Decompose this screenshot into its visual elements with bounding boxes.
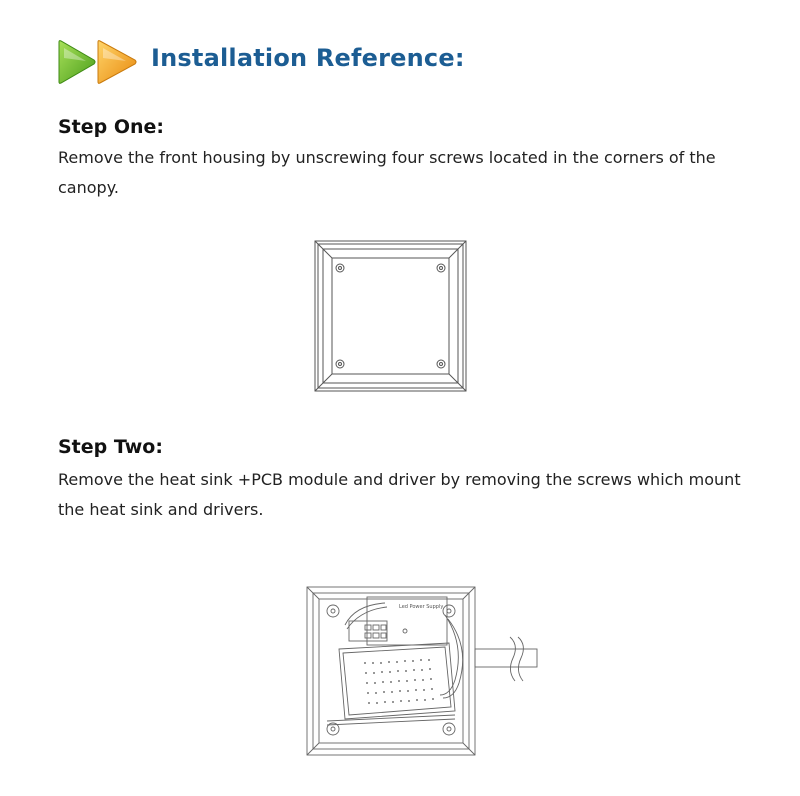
step-one-heading: Step One: — [58, 116, 165, 138]
double-play-arrows-icon — [56, 38, 142, 86]
step-one-text: Remove the front housing by unscrewing f… — [58, 148, 716, 197]
power-supply-label: Led Power Supply — [399, 604, 443, 610]
heat-sink-pcb-driver-diagram: Led Power Supply — [305, 585, 545, 757]
front-housing-diagram — [314, 240, 467, 392]
page-title: Installation Reference: — [151, 44, 465, 72]
section-header — [56, 38, 142, 86]
step-two-text: Remove the heat sink +PCB module and dri… — [58, 470, 741, 519]
step-two-heading: Step Two: — [58, 436, 163, 458]
